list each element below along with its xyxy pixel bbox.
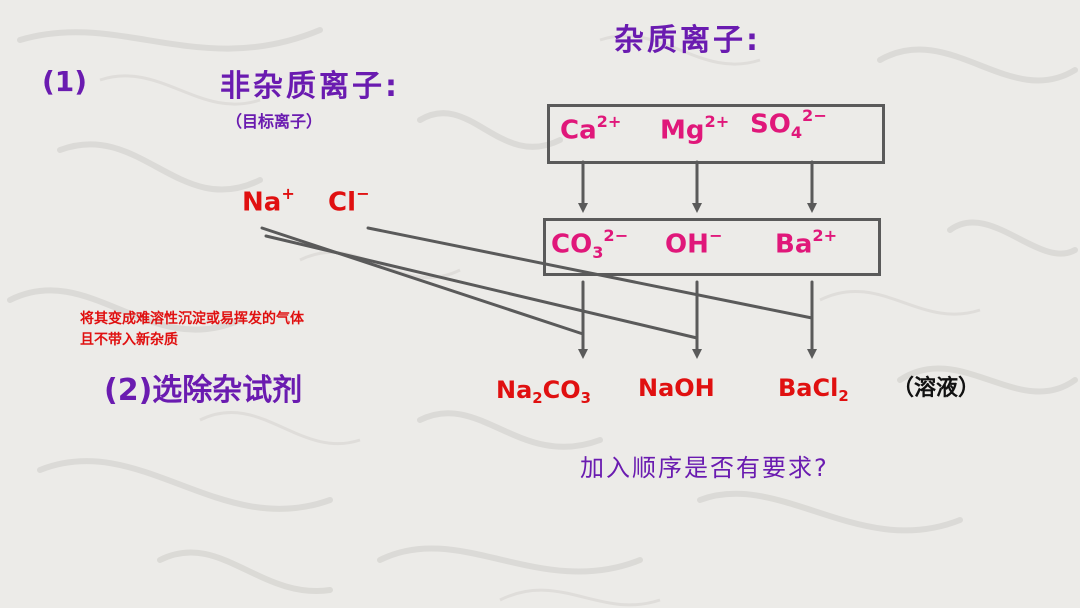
impurity-ions-box [547,104,885,164]
ca-ion: Ca2+ [560,112,622,146]
reagent-requirement-note-line1: 将其变成难溶性沉淀或易挥发的气体 [80,311,304,327]
precipitating-ions-box [543,218,881,276]
addition-order-question: 加入顺序是否有要求? [580,454,829,482]
solution-note: （溶液） [892,376,981,401]
ba-ion: Ba2+ [775,226,838,260]
so4-ion: SO42− [750,106,827,142]
nonimpurity-ions-title: 非杂质离子: [220,69,400,104]
reagent-requirement-note-line2: 且不带入新杂质 [80,332,178,348]
line-cl-to-bacl2 [366,226,814,320]
co3-ion: CO32− [551,226,629,262]
line-na-to-naoh [264,234,699,340]
reagent-bacl2: BaCl2 [778,374,849,406]
step2-label: (2)选除杂试剂 [104,373,303,408]
oh-ion: OH− [665,226,723,260]
target-ions-note: （目标离子） [226,112,323,131]
impurity-ions-title: 杂质离子: [614,23,761,58]
mg-ion: Mg2+ [660,112,730,146]
cl-ion: Cl− [328,184,370,218]
line-na-to-na2co3 [260,226,585,336]
reagent-naoh: NaOH [638,374,715,402]
na-ion: Na+ [242,184,295,218]
step1-label: (1) [42,65,88,98]
reagent-na2co3: Na2CO3 [496,376,592,408]
